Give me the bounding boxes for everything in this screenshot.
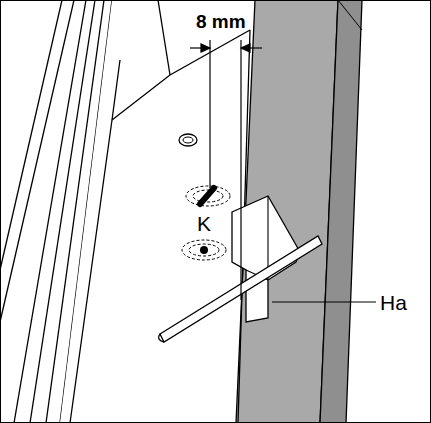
part-label: K (196, 213, 212, 234)
dimension-label: 8 mm (196, 12, 246, 31)
part-label: Ha (380, 292, 407, 313)
